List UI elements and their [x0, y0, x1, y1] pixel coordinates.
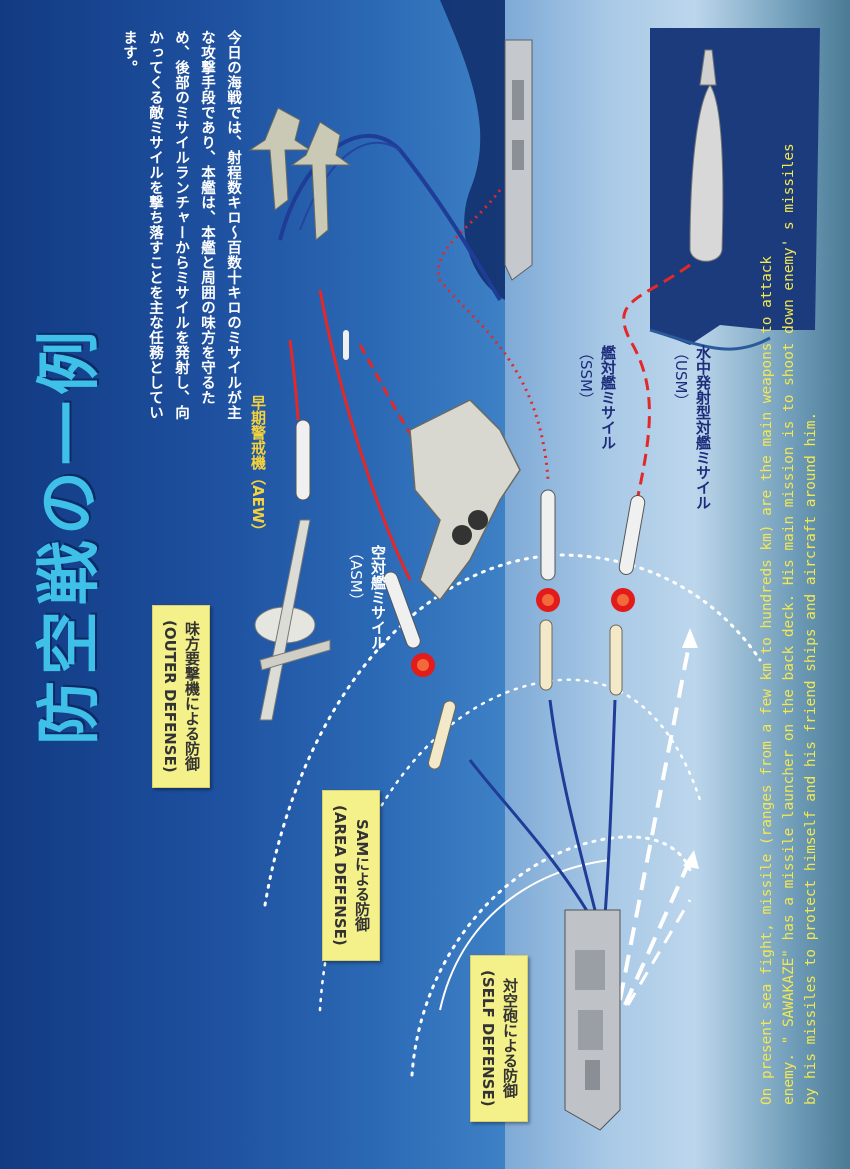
- missile-icon: [383, 571, 421, 649]
- missile-icon: [427, 700, 457, 770]
- coastline-shape: [440, 0, 505, 300]
- outer-defense-arc: [263, 553, 762, 907]
- ssm-label-en: （SSM）: [577, 345, 595, 407]
- outer-defense-label: 味方要撃機による防御 (OUTER DEFENSE): [152, 605, 210, 788]
- ssm-track: [437, 189, 550, 481]
- fighter-jet-icon: [409, 399, 521, 602]
- sam-track-3: [602, 699, 617, 931]
- usm-track: [622, 263, 691, 511]
- missile-icon: [609, 624, 623, 696]
- outer-defense-jp: 味方要撃機による防御: [183, 621, 201, 772]
- aew-aircraft-icon: [254, 519, 331, 721]
- gunfire-arrow-1: [618, 639, 692, 1001]
- missile-icon: [295, 419, 311, 501]
- explosion-icon: [411, 653, 435, 677]
- landmass-shape: [650, 28, 820, 345]
- fighter-jet-icon: [290, 121, 352, 242]
- outer-defense-en: (OUTER DEFENSE): [161, 620, 179, 773]
- english-caption-line: enemy. " SAWAKAZE" has a missile launche…: [781, 143, 797, 1105]
- aew-label: 早期警戒機（AEW）: [249, 395, 267, 539]
- sam-track-2: [548, 699, 602, 931]
- self-defense-solid-arc: [439, 859, 611, 1011]
- page-title: 防空戦の一例: [32, 325, 107, 745]
- missile-icon: [539, 619, 553, 691]
- asm-label-jp: 空対艦ミサイル: [369, 545, 387, 650]
- english-caption: On present sea fight, missile (ranges fr…: [756, 143, 822, 1105]
- english-caption-line: by his missiles to protect himself and h…: [803, 411, 819, 1105]
- area-defense-arc: [318, 678, 702, 1012]
- explosion-icon: [611, 588, 635, 612]
- missile-icon: [540, 489, 556, 581]
- english-caption-line: On present sea fight, missile (ranges fr…: [759, 255, 775, 1105]
- self-defense-label: 対空砲による防御 (SELF DEFENSE): [470, 955, 528, 1122]
- usm-label: 水中発射型対艦ミサイル （USM）: [670, 345, 714, 510]
- asm-label-en: （ASM）: [347, 545, 365, 608]
- destroyer-ship-icon: [564, 909, 621, 1131]
- asm-label: 空対艦ミサイル （ASM）: [345, 545, 389, 650]
- asm-track-dash: [358, 344, 417, 441]
- missile-icon: [618, 495, 646, 575]
- fighter-jet-icon: [248, 107, 312, 211]
- intro-paragraph: 今日の海戦では、射程数キロ～百数十キロのミサイルが主な攻撃手段であり、本艦は、本…: [121, 30, 241, 420]
- submarine-icon: [689, 49, 724, 262]
- usm-label-jp: 水中発射型対艦ミサイル: [694, 345, 712, 510]
- ssm-label-jp: 艦対艦ミサイル: [599, 345, 617, 450]
- explosion-icon: [536, 588, 560, 612]
- missile-icon: [343, 330, 349, 360]
- area-defense-en: (AREA DEFENSE): [331, 805, 349, 946]
- area-defense-jp: SAMによる防御: [353, 819, 371, 932]
- ssm-label: 艦対艦ミサイル （SSM）: [575, 345, 619, 450]
- enemy-ship-icon: [504, 39, 533, 281]
- self-defense-en: (SELF DEFENSE): [479, 970, 497, 1107]
- sam-track-1: [468, 759, 600, 931]
- area-defense-label: SAMによる防御 (AREA DEFENSE): [322, 790, 380, 961]
- asm-track: [318, 289, 412, 581]
- self-defense-jp: 対空砲による防御: [501, 978, 519, 1099]
- self-defense-arc: [410, 835, 692, 1077]
- usm-label-en: （USM）: [672, 345, 690, 409]
